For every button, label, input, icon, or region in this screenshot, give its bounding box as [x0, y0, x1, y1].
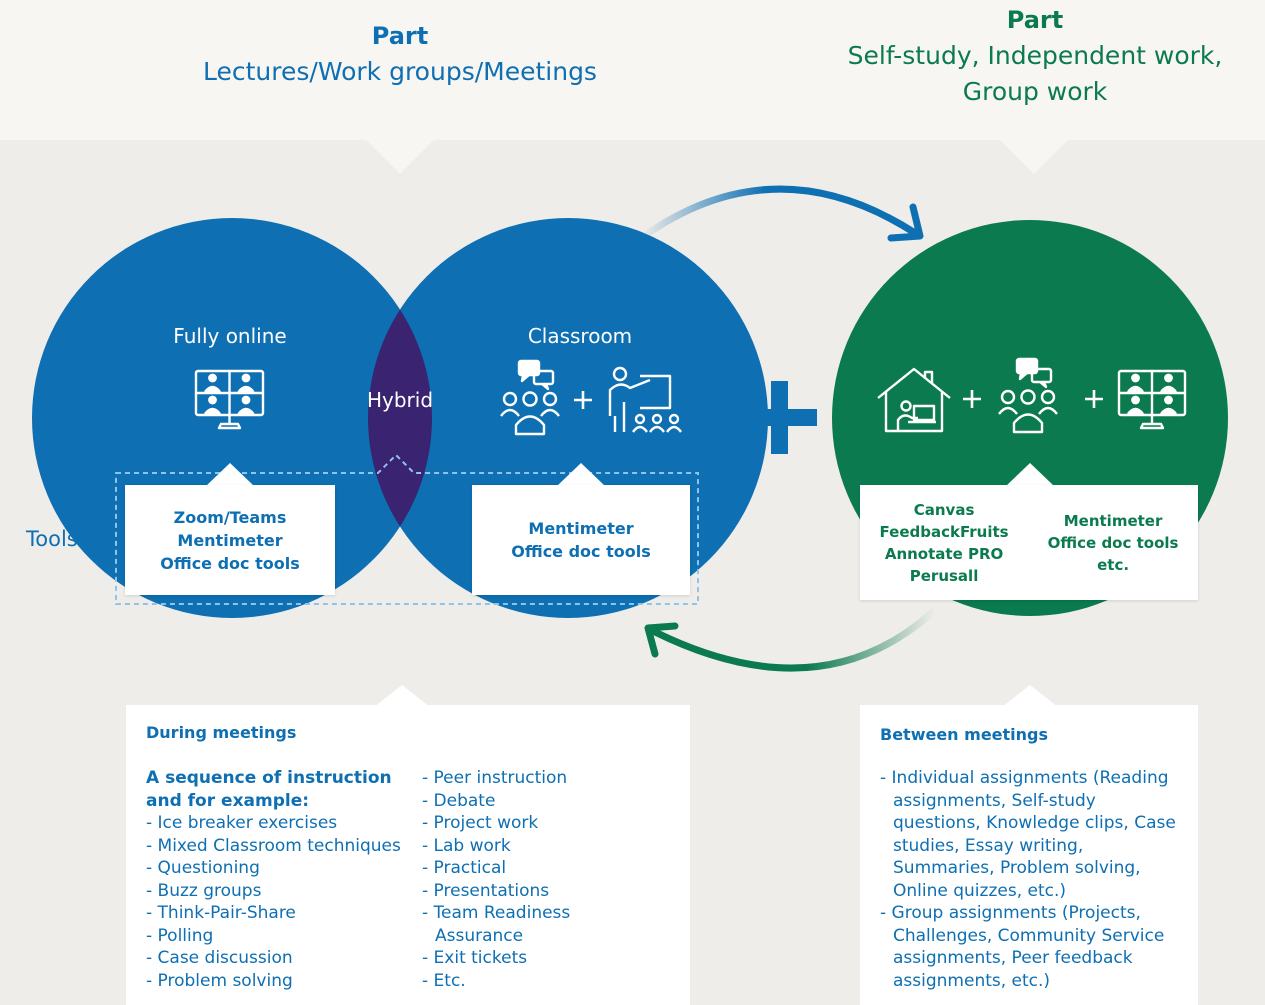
- during-panel-pointer: [374, 685, 430, 707]
- tool-item: Zoom/Teams: [173, 507, 287, 527]
- tool-item: Annotate PRO: [884, 544, 1004, 563]
- tool-item: Mentimeter: [1063, 511, 1163, 530]
- pointer-classroom-tools: [557, 463, 605, 486]
- tools-box-online: Zoom/Teams Mentimeter Office doc tools: [125, 485, 335, 595]
- list-item: - Team Readiness Assurance: [422, 903, 571, 946]
- list-item: - Mixed Classroom techniques: [146, 835, 401, 856]
- tools-box-classroom: Mentimeter Office doc tools: [472, 485, 690, 595]
- video-call-icon: [194, 369, 265, 430]
- tools-list-self-study-2: Mentimeter Office doc tools etc.: [1044, 510, 1183, 576]
- list-item: - Etc.: [422, 970, 466, 991]
- during-list-2: - Peer instruction - Debate - Project wo…: [422, 767, 612, 992]
- during-meetings-title: During meetings: [146, 723, 297, 742]
- teacher-board-icon: [608, 366, 682, 433]
- header-right-subtitle-line1: Self-study, Independent work,: [847, 41, 1223, 70]
- header-left-subtitle: Lectures/Work groups/Meetings: [203, 57, 597, 86]
- home-study-icon: [877, 367, 951, 433]
- during-intro-line2: and for example:: [146, 790, 310, 811]
- tools-list-online: Zoom/Teams Mentimeter Office doc tools: [156, 506, 304, 575]
- list-item: - Practical: [422, 858, 507, 878]
- during-intro-line1: A sequence of instruction: [146, 768, 392, 788]
- tools-label: Tools: [26, 527, 78, 551]
- list-item: - Polling: [146, 925, 214, 946]
- arrow-to-classroom: [647, 606, 939, 672]
- list-item: - Group assignments (Projects, Challenge…: [880, 903, 1165, 991]
- tool-item: Mentimeter: [177, 530, 283, 550]
- list-item: - Individual assignments (Reading assign…: [880, 768, 1176, 901]
- label-fully-online: Fully online: [173, 324, 287, 348]
- tool-item: etc.: [1097, 555, 1130, 574]
- list-item: - Exit tickets: [422, 948, 528, 968]
- header-pointer-left: [366, 140, 434, 174]
- video-call-icon: [1117, 369, 1187, 430]
- header-band: [0, 0, 1265, 140]
- small-plus-icon: [963, 390, 981, 408]
- tools-box-self-study: Canvas FeedbackFruits Annotate PRO Perus…: [860, 485, 1198, 600]
- pointer-self-study-tools: [1006, 463, 1054, 486]
- tool-item: Office doc tools: [160, 553, 300, 573]
- tools-dashed-frame: [115, 453, 699, 605]
- tool-item: FeedbackFruits: [879, 522, 1009, 541]
- list-item: - Think-Pair-Share: [146, 903, 296, 923]
- arrow-to-self-study: [629, 185, 919, 248]
- discussion-group-icon: [998, 357, 1058, 434]
- small-plus-icon: [574, 391, 592, 409]
- tool-item: Office doc tools: [1047, 533, 1179, 552]
- header-left-part: Part: [371, 22, 429, 50]
- between-meetings-title: Between meetings: [880, 725, 1049, 744]
- between-list: - Individual assignments (Reading assign…: [880, 767, 1180, 992]
- list-item: - Buzz groups: [146, 880, 262, 901]
- tool-item: Mentimeter: [528, 519, 634, 538]
- list-item: - Problem solving: [146, 970, 293, 991]
- during-col2: - Peer instruction - Debate - Project wo…: [422, 767, 612, 992]
- tools-list-classroom: Mentimeter Office doc tools: [507, 517, 655, 563]
- arrow-to-classroom-head: [644, 622, 679, 658]
- between-panel-pointer: [1002, 685, 1058, 707]
- list-item: - Project work: [422, 813, 539, 833]
- big-plus-icon: [743, 381, 817, 454]
- header-left: Part Lectures/Work groups/Meetings: [150, 18, 650, 90]
- tool-item: Perusall: [909, 566, 979, 585]
- arrow-to-self-study-head: [887, 203, 924, 242]
- between-meetings-panel: Between meetings - Individual assignment…: [860, 705, 1198, 1005]
- header-right: Part Self-study, Independent work, Group…: [800, 2, 1265, 110]
- list-item: - Case discussion: [146, 948, 293, 968]
- list-item: - Ice breaker exercises: [146, 813, 338, 833]
- list-item: - Peer instruction: [422, 768, 568, 788]
- header-pointer-right: [1000, 140, 1068, 174]
- list-item: - Questioning: [146, 858, 260, 878]
- tool-item: Office doc tools: [511, 542, 651, 561]
- label-hybrid: Hybrid: [366, 388, 434, 412]
- list-item: - Debate: [422, 790, 496, 811]
- tools-list-self-study-1: Canvas FeedbackFruits Annotate PRO Perus…: [876, 499, 1013, 587]
- label-classroom: Classroom: [527, 324, 633, 348]
- during-col1: A sequence of instruction and for exampl…: [146, 767, 416, 992]
- pointer-online-tools: [206, 463, 254, 486]
- tool-item: Canvas: [913, 500, 975, 519]
- header-right-subtitle-line2: Group work: [962, 77, 1108, 106]
- during-list-1: - Ice breaker exercises - Mixed Classroo…: [146, 812, 416, 992]
- list-item: - Presentations: [422, 880, 550, 901]
- during-meetings-panel: During meetings A sequence of instructio…: [126, 705, 690, 1005]
- list-item: - Lab work: [422, 835, 511, 856]
- discussion-group-icon: [500, 359, 560, 436]
- small-plus-icon: [1085, 390, 1103, 408]
- header-right-part: Part: [1006, 6, 1064, 34]
